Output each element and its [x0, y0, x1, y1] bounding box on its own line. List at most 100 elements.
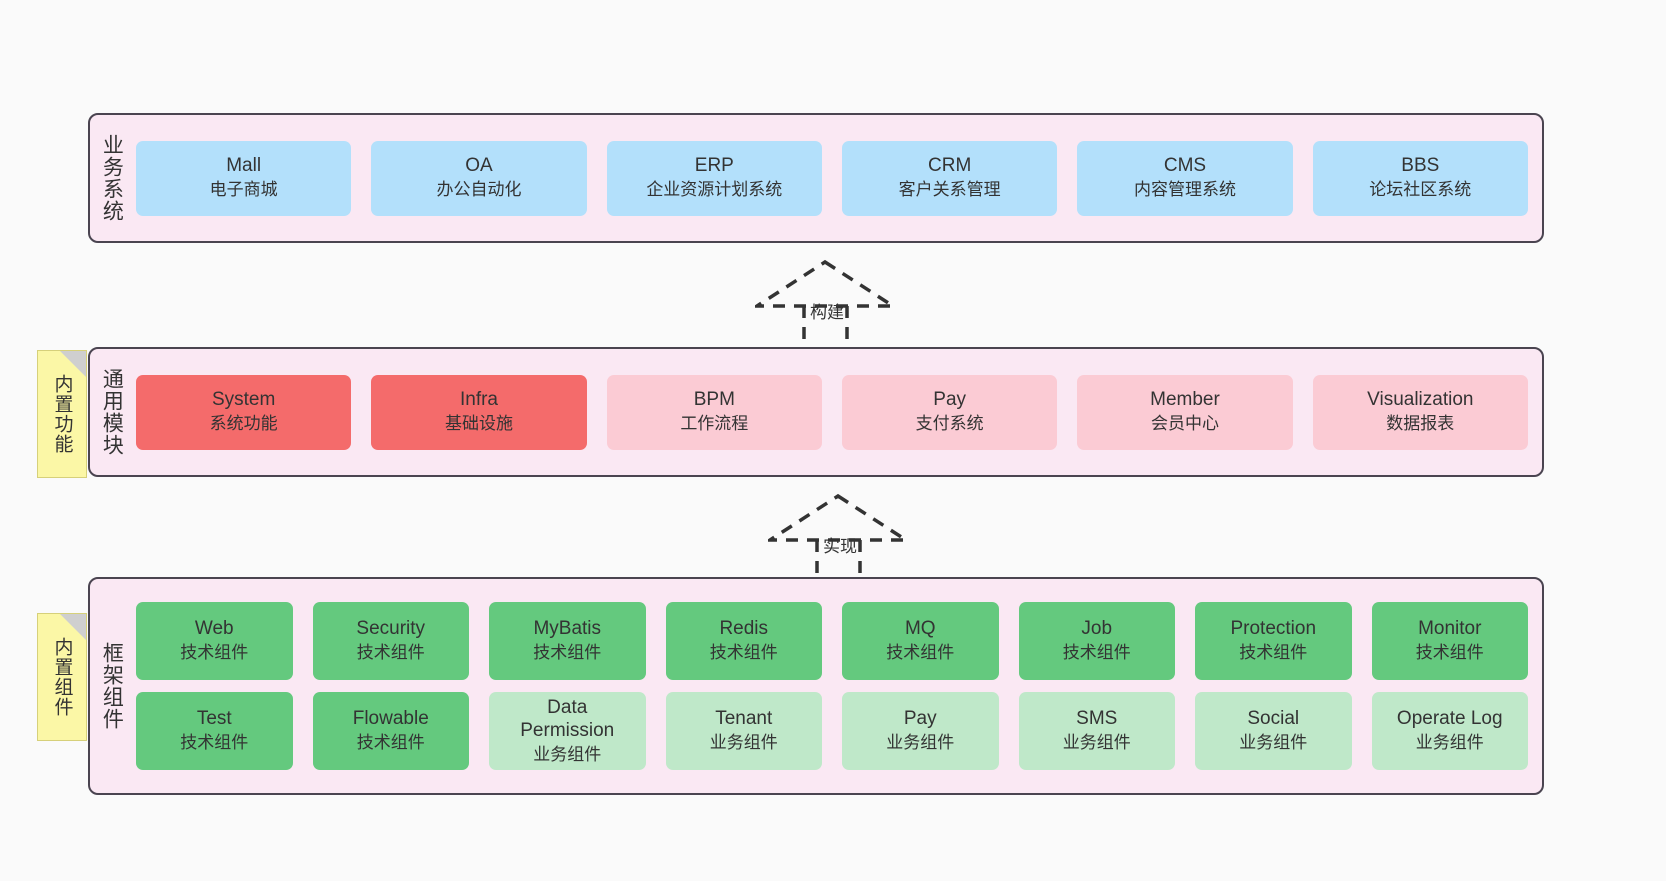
node-title: System	[211, 389, 276, 411]
node-title: Flowable	[352, 708, 429, 730]
layer-title-business-systems: 业务系统	[100, 134, 124, 222]
node-title: CRM	[928, 155, 972, 177]
node-subtitle: 技术组件	[1239, 643, 1308, 663]
node-title: Mall	[226, 155, 262, 177]
node-pay-module[interactable]: Pay 支付系统	[841, 374, 1058, 450]
layer-framework-components: 框架组件 Web 技术组件 Security 技术组件 MyBatis 技术组件…	[88, 577, 1544, 795]
node-row: Test 技术组件 Flowable 技术组件 Data Permission …	[136, 692, 1528, 770]
node-row: Web 技术组件 Security 技术组件 MyBatis 技术组件 Redi…	[136, 602, 1528, 680]
node-mq[interactable]: MQ 技术组件	[842, 602, 999, 680]
node-title: Pay	[903, 708, 937, 730]
node-system[interactable]: System 系统功能	[136, 374, 352, 450]
generalization-arrowhead	[755, 259, 899, 308]
node-social[interactable]: Social 业务组件	[1195, 692, 1352, 770]
page-fold-corner	[60, 614, 86, 640]
node-subtitle: 会员中心	[1150, 414, 1219, 434]
node-row: System 系统功能 Infra 基础设施 BPM 工作流程 Pay 支付系统…	[136, 374, 1528, 450]
layer-body-framework-components: Web 技术组件 Security 技术组件 MyBatis 技术组件 Redi…	[132, 579, 1542, 793]
node-title: BPM	[693, 389, 735, 411]
node-title: Web	[194, 618, 234, 640]
node-monitor[interactable]: Monitor 技术组件	[1371, 602, 1528, 680]
page-fold-corner	[60, 351, 86, 377]
note-builtin-features: 内置功能	[37, 350, 87, 478]
node-title: Security	[356, 618, 426, 640]
node-subtitle: 业务组件	[1239, 733, 1308, 753]
node-subtitle: 数据报表	[1386, 414, 1455, 434]
node-security[interactable]: Security 技术组件	[312, 602, 469, 680]
node-subtitle: 技术组件	[356, 733, 425, 753]
node-subtitle: 技术组件	[886, 643, 955, 663]
connector-stem	[815, 540, 862, 582]
node-web[interactable]: Web 技术组件	[136, 602, 293, 680]
node-title: Infra	[459, 389, 498, 411]
node-cms[interactable]: CMS 内容管理系统	[1077, 140, 1293, 216]
node-sms[interactable]: SMS 业务组件	[1018, 692, 1175, 770]
connector-build-label: 构建	[810, 303, 844, 322]
layer-body-business-systems: Mall 电子商城 OA 办公自动化 ERP 企业资源计划系统 CRM 客户关系…	[132, 115, 1542, 241]
node-title: MyBatis	[533, 618, 602, 640]
node-title: BBS	[1401, 155, 1440, 177]
node-infra[interactable]: Infra 基础设施	[371, 374, 587, 450]
node-subtitle: 工作流程	[680, 414, 749, 434]
node-row: Mall 电子商城 OA 办公自动化 ERP 企业资源计划系统 CRM 客户关系…	[136, 140, 1528, 216]
node-title: ERP	[694, 155, 734, 177]
node-subtitle: 支付系统	[915, 414, 984, 434]
connector-stem	[802, 306, 849, 348]
layer-title-common-modules: 通用模块	[100, 368, 124, 456]
node-visualization[interactable]: Visualization 数据报表	[1312, 374, 1528, 450]
node-title: Social	[1247, 708, 1300, 730]
layer-body-common-modules: System 系统功能 Infra 基础设施 BPM 工作流程 Pay 支付系统…	[132, 349, 1542, 475]
node-mall[interactable]: Mall 电子商城	[136, 140, 352, 216]
generalization-arrowhead	[768, 493, 912, 542]
node-subtitle: 办公自动化	[436, 180, 522, 200]
node-mybatis[interactable]: MyBatis 技术组件	[489, 602, 646, 680]
note-label: 内置功能	[51, 374, 73, 454]
node-job[interactable]: Job 技术组件	[1018, 602, 1175, 680]
node-subtitle: 业务组件	[709, 733, 778, 753]
node-title: Member	[1150, 389, 1220, 411]
node-subtitle: 技术组件	[1415, 643, 1484, 663]
node-member[interactable]: Member 会员中心	[1077, 374, 1293, 450]
node-flowable[interactable]: Flowable 技术组件	[312, 692, 469, 770]
node-subtitle: 基础设施	[444, 414, 513, 434]
node-title: Test	[196, 708, 232, 730]
node-subtitle: 技术组件	[180, 643, 249, 663]
node-data-permission[interactable]: Data Permission 业务组件	[489, 692, 646, 770]
connector-build: 构建	[755, 258, 905, 348]
node-title: Tenant	[715, 708, 773, 730]
layer-business-systems: 业务系统 Mall 电子商城 OA 办公自动化 ERP 企业资源计划系统 CRM	[88, 113, 1544, 243]
node-subtitle: 客户关系管理	[898, 180, 1001, 200]
node-subtitle: 业务组件	[1415, 733, 1484, 753]
node-crm[interactable]: CRM 客户关系管理	[841, 140, 1058, 216]
node-title: CMS	[1163, 155, 1207, 177]
node-title: Data Permission	[520, 697, 615, 741]
node-title: Protection	[1230, 618, 1317, 640]
node-subtitle: 技术组件	[709, 643, 778, 663]
node-subtitle: 内容管理系统	[1133, 180, 1236, 200]
node-tenant[interactable]: Tenant 业务组件	[665, 692, 822, 770]
node-redis[interactable]: Redis 技术组件	[665, 602, 822, 680]
node-title: Monitor	[1418, 618, 1482, 640]
note-builtin-components: 内置组件	[37, 613, 87, 741]
note-label: 内置组件	[51, 637, 73, 717]
node-erp[interactable]: ERP 企业资源计划系统	[606, 140, 822, 216]
node-title: Visualization	[1367, 389, 1474, 411]
node-subtitle: 系统功能	[209, 414, 278, 434]
node-subtitle: 技术组件	[1062, 643, 1131, 663]
node-test[interactable]: Test 技术组件	[136, 692, 293, 770]
node-oa[interactable]: OA 办公自动化	[371, 140, 587, 216]
node-subtitle: 技术组件	[180, 733, 249, 753]
connector-implement-label: 实现	[823, 537, 857, 556]
node-title: SMS	[1076, 708, 1118, 730]
node-pay-component[interactable]: Pay 业务组件	[842, 692, 999, 770]
node-bpm[interactable]: BPM 工作流程	[606, 374, 822, 450]
node-protection[interactable]: Protection 技术组件	[1195, 602, 1352, 680]
node-bbs[interactable]: BBS 论坛社区系统	[1312, 140, 1528, 216]
node-subtitle: 业务组件	[533, 744, 602, 764]
node-subtitle: 业务组件	[1062, 733, 1131, 753]
layer-title-framework-components: 框架组件	[100, 642, 124, 730]
node-title: OA	[465, 155, 493, 177]
node-subtitle: 企业资源计划系统	[646, 180, 783, 200]
node-subtitle: 电子商城	[209, 180, 278, 200]
node-operate-log[interactable]: Operate Log 业务组件	[1371, 692, 1528, 770]
